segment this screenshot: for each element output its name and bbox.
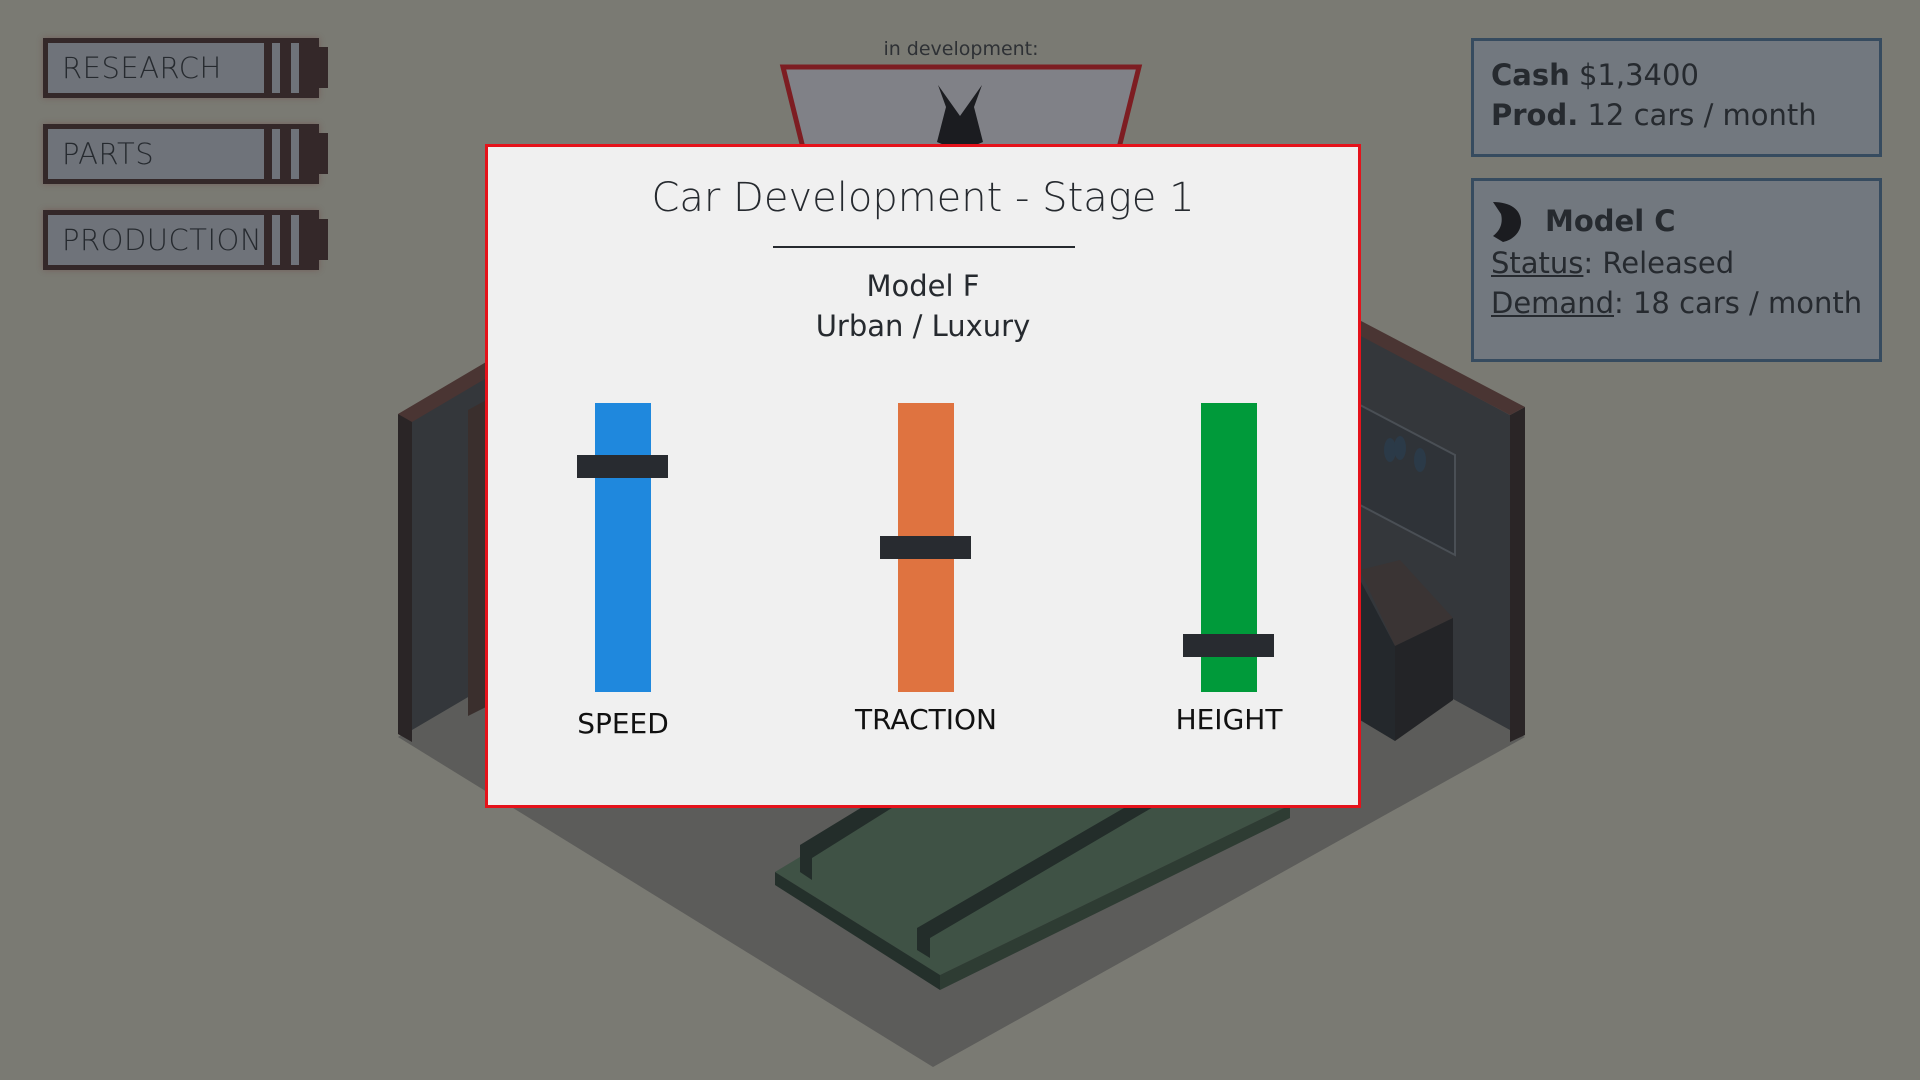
in-development-panel[interactable] (778, 62, 1144, 152)
car-development-dialog: Car Development - Stage 1 Model F Urban … (485, 144, 1361, 808)
battery-nub-icon (318, 133, 328, 174)
battery-cap-icon (264, 129, 314, 179)
cabinet-front (1360, 580, 1395, 741)
stats-panel: Cash $1,3400 Prod. 12 cars / month (1471, 38, 1882, 157)
right-wall-edge (1510, 407, 1525, 742)
battery-cap-icon (264, 215, 314, 265)
battery-cap-icon (264, 43, 314, 93)
height-slider[interactable]: HEIGHT (1169, 403, 1289, 783)
lift-platform-side-r (940, 805, 1290, 990)
production-label: PRODUCTION (62, 223, 263, 257)
status-value: : Released (1583, 246, 1735, 280)
traction-label: TRACTION (855, 703, 997, 736)
cash-value: $1,3400 (1578, 58, 1699, 92)
title-divider (773, 246, 1075, 248)
cabinet-side (1395, 618, 1453, 741)
demand-label: Demand (1491, 286, 1614, 320)
left-wall-edge (398, 414, 412, 742)
production-button[interactable]: PRODUCTION (43, 210, 328, 270)
tool-icons (1384, 436, 1426, 472)
dialog-title: Car Development - Stage 1 (651, 175, 1195, 221)
cabinet-top (1360, 560, 1453, 646)
lift-platform-side (775, 872, 940, 990)
traction-handle[interactable] (880, 536, 971, 559)
demand-value: : 18 cars / month (1613, 286, 1863, 320)
car-silhouette-icon (937, 85, 983, 147)
prod-label: Prod. (1491, 98, 1579, 132)
model-category: Urban / Luxury (815, 309, 1031, 343)
height-handle[interactable] (1183, 634, 1274, 658)
demand-row: Demand: 18 cars / month (1491, 283, 1879, 323)
speed-label: SPEED (577, 707, 669, 740)
parts-button[interactable]: PARTS (43, 124, 328, 184)
cash-label: Cash (1491, 58, 1570, 92)
prod-row: Prod. 12 cars / month (1491, 95, 1879, 135)
battery-nub-icon (318, 219, 328, 260)
prod-value: 12 cars / month (1587, 98, 1817, 132)
height-label: HEIGHT (1175, 703, 1283, 736)
research-button[interactable]: RESEARCH (43, 38, 328, 98)
status-label: Status (1491, 246, 1584, 280)
left-shelf (468, 398, 490, 716)
model-name: Model C (1545, 204, 1676, 238)
battery-nub-icon (318, 47, 328, 88)
traction-slider[interactable]: TRACTION (855, 403, 997, 783)
speed-slider[interactable]: SPEED (563, 403, 683, 783)
cash-row: Cash $1,3400 (1491, 55, 1879, 95)
in-development-label: in development: (883, 38, 1039, 60)
car-silhouette-icon (1493, 202, 1521, 242)
research-label: RESEARCH (62, 51, 222, 85)
model-header: Model C (1491, 199, 1879, 243)
status-row: Status: Released (1491, 243, 1879, 283)
model-name: Model F (866, 269, 980, 303)
parts-label: PARTS (62, 137, 155, 171)
speed-handle[interactable] (577, 455, 668, 479)
model-card[interactable]: Model C Status: Released Demand: 18 cars… (1471, 178, 1882, 362)
speed-track[interactable] (595, 403, 651, 692)
